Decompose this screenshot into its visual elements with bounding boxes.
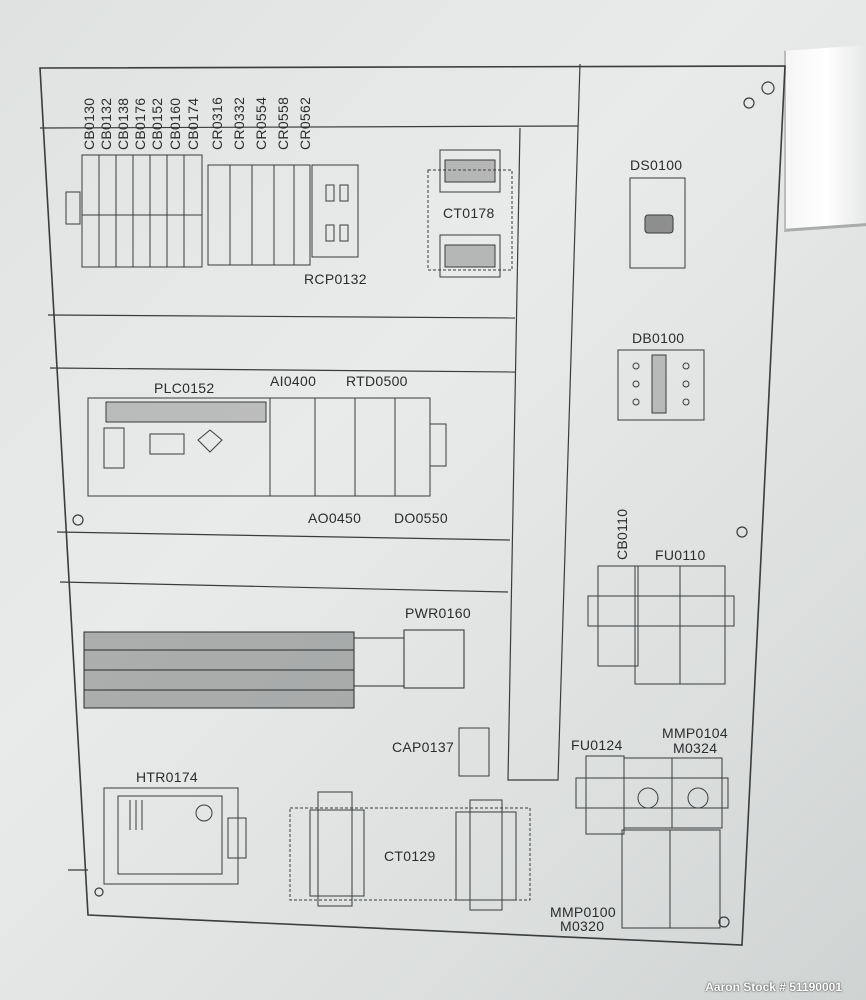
disconnect-label: DS0100 (630, 157, 682, 173)
relay-label: CR0562 (297, 97, 313, 150)
panel-border (39, 65, 786, 946)
plc-rack (87, 397, 447, 497)
breaker-label: CB0176 (132, 98, 148, 150)
disconnect-switch (629, 177, 686, 269)
transformer-bottom-label: CT0129 (384, 848, 436, 864)
breaker-right-label: CB0110 (614, 509, 630, 560)
relay-label: CR0554 (253, 97, 269, 150)
mmp-bottom-label-1: MMP0100 (550, 904, 616, 920)
distribution-block-label: DB0100 (632, 330, 684, 346)
transformer-bottom (289, 791, 531, 911)
heater-label: HTR0174 (136, 769, 198, 785)
wireway-1 (47, 314, 516, 319)
relay-label: CR0332 (231, 97, 247, 150)
analog-in-label: AI0400 (270, 373, 316, 389)
mmp-bottom-label-2: M0320 (560, 918, 604, 934)
mount-hole (72, 514, 84, 526)
breaker-block (65, 154, 359, 268)
transformer-top (427, 149, 513, 278)
vertical-wireway (507, 63, 581, 781)
mount-hole (761, 81, 775, 95)
receptacle-label: RCP0132 (304, 271, 367, 287)
breaker-fuse-right (587, 565, 735, 685)
digital-out-label: DO0550 (394, 510, 448, 526)
breaker-label: CB0174 (185, 98, 201, 150)
mmp-top-label-1: MMP0104 (662, 725, 728, 741)
fuse-bottom-label: FU0124 (571, 737, 623, 753)
rtd-label: RTD0500 (346, 373, 408, 389)
wireway-2 (49, 367, 516, 373)
wireway-3 (56, 531, 511, 541)
analog-out-label: AO0450 (308, 510, 361, 526)
relay-label: CR0558 (275, 97, 291, 150)
watermark: Aaron Stock # 51190001 (705, 980, 842, 994)
fuse-right-label: FU0110 (655, 547, 706, 563)
capacitor-outline (458, 727, 490, 777)
top-wireway (39, 125, 579, 129)
capacitor-label: CAP0137 (392, 739, 454, 755)
relay-label: CR0316 (209, 97, 225, 150)
breaker-label: CB0130 (81, 98, 97, 150)
distribution-block (617, 349, 705, 421)
heater (103, 787, 247, 885)
transformer-top-label: CT0178 (443, 205, 495, 221)
mount-hole (736, 526, 748, 538)
mount-hole (743, 97, 755, 109)
breaker-label: CB0160 (167, 98, 183, 150)
wireway-4 (59, 581, 509, 593)
mount-hole (718, 916, 730, 928)
power-supply-label: PWR0160 (405, 605, 471, 621)
mmp-assembly (575, 755, 729, 929)
plc-label: PLC0152 (154, 380, 214, 396)
breaker-label: CB0132 (98, 98, 114, 150)
breaker-label: CB0152 (149, 98, 165, 150)
breaker-label: CB0138 (115, 98, 131, 150)
mmp-top-label-2: M0324 (673, 740, 717, 756)
terminal-strip (83, 629, 465, 709)
breaker-labels: CB0130 CB0132 CB0138 CB0176 CB0152 CB016… (81, 97, 313, 150)
mount-hole (94, 887, 104, 897)
